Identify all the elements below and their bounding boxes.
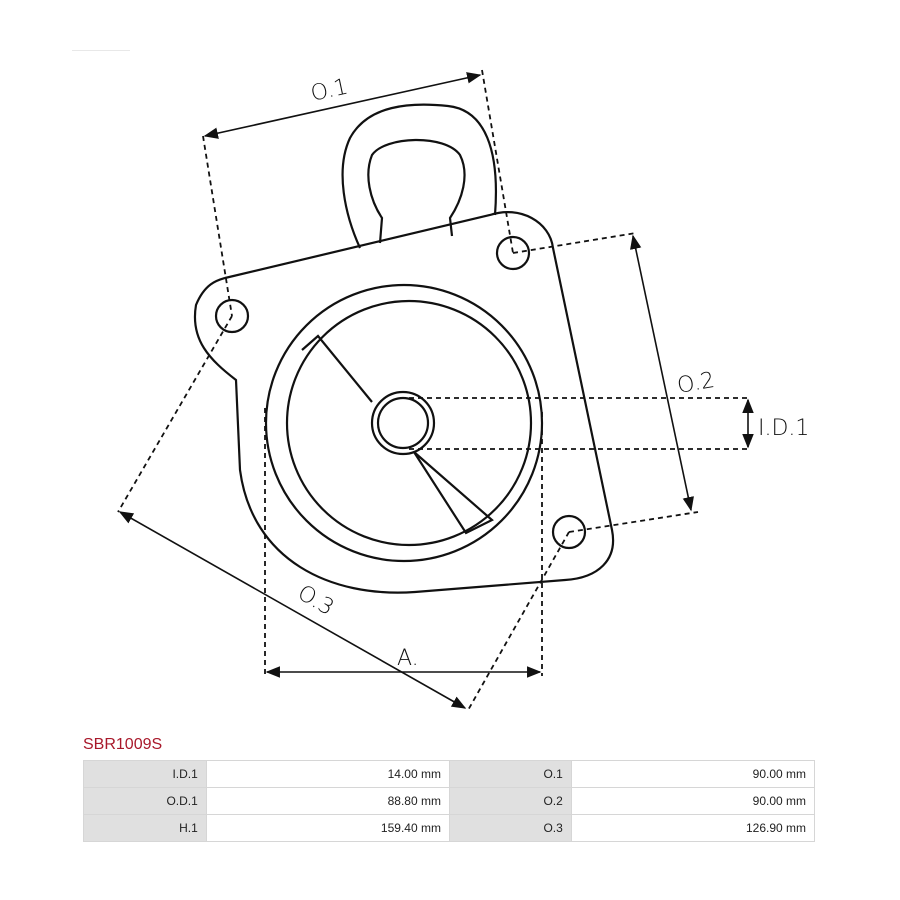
o2-label: O.2 bbox=[675, 368, 716, 399]
spec-label: O.3 bbox=[448, 814, 572, 842]
center-bush-outer bbox=[370, 390, 436, 456]
spec-value: 90.00 mm bbox=[570, 760, 816, 788]
table-row: I.D.1 14.00 mm O.1 90.00 mm bbox=[83, 760, 816, 788]
o1-dimension-line bbox=[203, 72, 482, 139]
o3-dimension-line bbox=[118, 511, 467, 709]
mounting-hole-left bbox=[214, 298, 250, 334]
mounting-hole-top-right bbox=[495, 235, 531, 271]
top-lug-slot bbox=[367, 138, 466, 244]
header-divider bbox=[72, 50, 130, 51]
o2-extension-top bbox=[512, 232, 637, 254]
flange-outline bbox=[193, 210, 615, 594]
top-lug-outline bbox=[341, 103, 497, 249]
a-label: A. bbox=[397, 646, 419, 671]
spec-label: O.D.1 bbox=[83, 787, 207, 815]
mounting-hole-bottom-right bbox=[551, 514, 587, 550]
inner-bore-ring bbox=[285, 299, 533, 547]
outer-bore-ring bbox=[264, 283, 544, 563]
o1-extension-right bbox=[481, 69, 514, 254]
bore-sector-edges bbox=[301, 334, 494, 535]
specification-table: I.D.1 14.00 mm O.1 90.00 mm O.D.1 88.80 … bbox=[83, 760, 816, 842]
spec-value: 88.80 mm bbox=[205, 787, 450, 815]
product-code: SBR1009S bbox=[83, 736, 163, 753]
o2-dimension-line bbox=[630, 234, 694, 512]
o1-extension-left bbox=[202, 135, 233, 317]
spec-value: 126.90 mm bbox=[570, 814, 816, 842]
spec-label: H.1 bbox=[83, 814, 207, 842]
spec-label: O.1 bbox=[448, 760, 572, 788]
center-bush-inner bbox=[376, 396, 430, 450]
o2-extension-bottom bbox=[568, 511, 699, 533]
technical-drawing: O.1 O.2 I.D.1 O.3 A. bbox=[117, 69, 809, 713]
table-row: H.1 159.40 mm O.3 126.90 mm bbox=[83, 814, 816, 842]
spec-value: 90.00 mm bbox=[570, 787, 816, 815]
spec-label: O.2 bbox=[448, 787, 572, 815]
spec-value: 14.00 mm bbox=[205, 760, 450, 788]
spec-label: I.D.1 bbox=[83, 760, 207, 788]
o3-extension-right bbox=[466, 531, 570, 713]
table-row: O.D.1 88.80 mm O.2 90.00 mm bbox=[83, 787, 816, 815]
spec-value: 159.40 mm bbox=[205, 814, 450, 842]
o3-extension-left bbox=[117, 315, 233, 513]
id1-label: I.D.1 bbox=[758, 416, 809, 441]
o1-label: O.1 bbox=[309, 74, 351, 106]
